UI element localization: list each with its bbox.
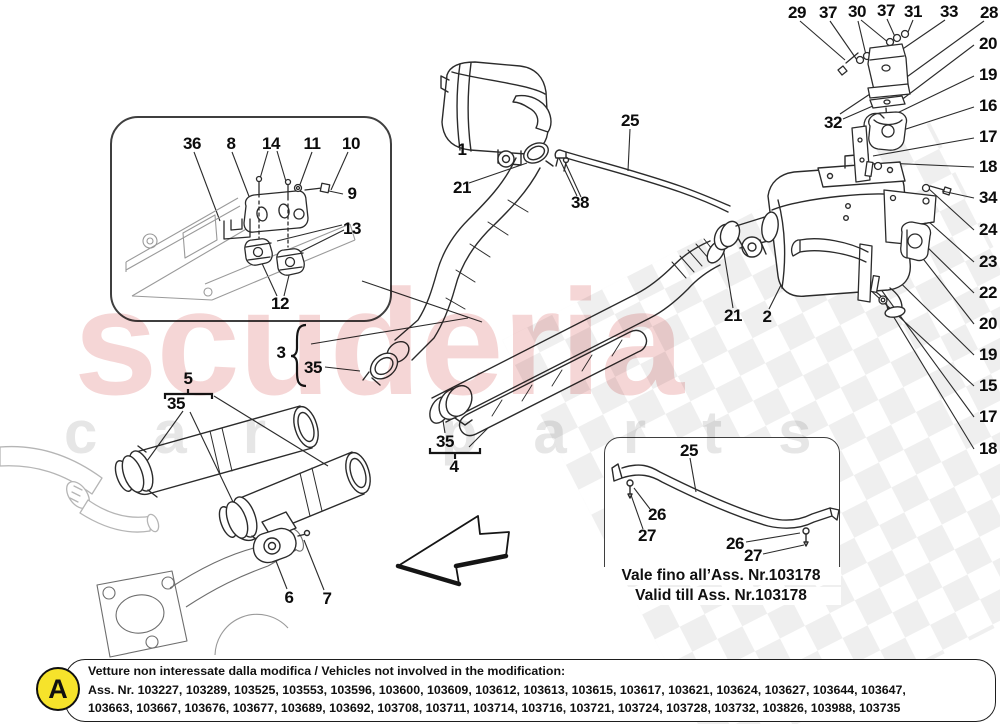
callout-19: 19 [979, 65, 997, 84]
callout-27: 27 [744, 546, 762, 565]
callout-11: 11 [303, 134, 321, 153]
rear-silencer-rh [735, 153, 911, 318]
note-line-3: 103663, 103667, 103676, 103677, 103689, … [88, 701, 901, 716]
callout-19: 19 [979, 345, 997, 364]
callout-37: 37 [819, 3, 837, 22]
callout-23: 23 [979, 252, 997, 271]
callout-21: 21 [453, 178, 471, 197]
callout-35: 35 [436, 432, 454, 451]
callout-29: 29 [788, 3, 806, 22]
mounting-bracket-detail [125, 175, 356, 301]
rear-silencer-lh [362, 61, 731, 386]
tie-rod-detail [611, 463, 840, 547]
callout-14: 14 [262, 134, 280, 153]
callout-10: 10 [342, 134, 360, 153]
note-line-1: Vetture non interessate dalla modifica /… [88, 664, 566, 678]
callout-25: 25 [621, 111, 639, 130]
validity-note-italian: Vale fino all’Ass. Nr.103178 [601, 567, 841, 585]
callout-9: 9 [347, 184, 357, 203]
callout-26: 26 [726, 534, 744, 553]
callout-36: 36 [183, 134, 201, 153]
callout-38: 38 [571, 193, 589, 212]
callout-7: 7 [322, 589, 332, 608]
callout-18: 18 [979, 439, 997, 458]
callout-12: 12 [271, 294, 289, 313]
callout-17: 17 [979, 127, 997, 146]
tie-rod-inset-box [604, 437, 840, 584]
silencer-mounting-brackets [791, 29, 952, 305]
callout-15: 15 [979, 376, 997, 395]
callout-26: 26 [648, 505, 666, 524]
note-line-2: Ass. Nr. 103227, 103289, 103525, 103553,… [88, 682, 906, 697]
callout-16: 16 [979, 96, 997, 115]
callout-28: 28 [980, 3, 998, 22]
callout-25: 25 [680, 441, 698, 460]
reference-front-pipes [0, 445, 160, 533]
callout-6: 6 [284, 588, 294, 607]
direction-arrow [395, 515, 510, 587]
callout-8: 8 [226, 134, 236, 153]
callout-20: 20 [979, 34, 997, 53]
callout-4: 4 [449, 457, 459, 476]
callout-32: 32 [824, 113, 842, 132]
callout-21: 21 [724, 306, 742, 325]
centre-silencer-assembly [114, 405, 371, 564]
validity-note-english: Valid till Ass. Nr.103178 [601, 587, 841, 605]
callout-35: 35 [167, 394, 185, 413]
note-badge-a: A [36, 667, 80, 711]
callout-30: 30 [848, 2, 866, 21]
modification-note-box [65, 659, 996, 722]
callout-24: 24 [979, 220, 997, 239]
callout-5: 5 [183, 369, 193, 388]
callout-34: 34 [979, 188, 997, 207]
callout-2: 2 [762, 307, 772, 326]
modification-note-text: Vetture non interessate dalla modifica /… [88, 662, 993, 718]
callout-3: 3 [276, 343, 286, 362]
callout-20: 20 [979, 314, 997, 333]
centre-pipes [429, 220, 741, 437]
callout-27: 27 [638, 526, 656, 545]
callout-37: 37 [877, 1, 895, 20]
callout-18: 18 [979, 157, 997, 176]
callout-35: 35 [304, 358, 322, 377]
callout-31: 31 [904, 2, 922, 21]
callout-13: 13 [343, 219, 361, 238]
callout-33: 33 [940, 2, 958, 21]
grouping-braces [163, 323, 482, 459]
callout-22: 22 [979, 283, 997, 302]
leader-lines [146, 18, 985, 591]
callout-17: 17 [979, 407, 997, 426]
callout-1: 1 [457, 140, 467, 159]
